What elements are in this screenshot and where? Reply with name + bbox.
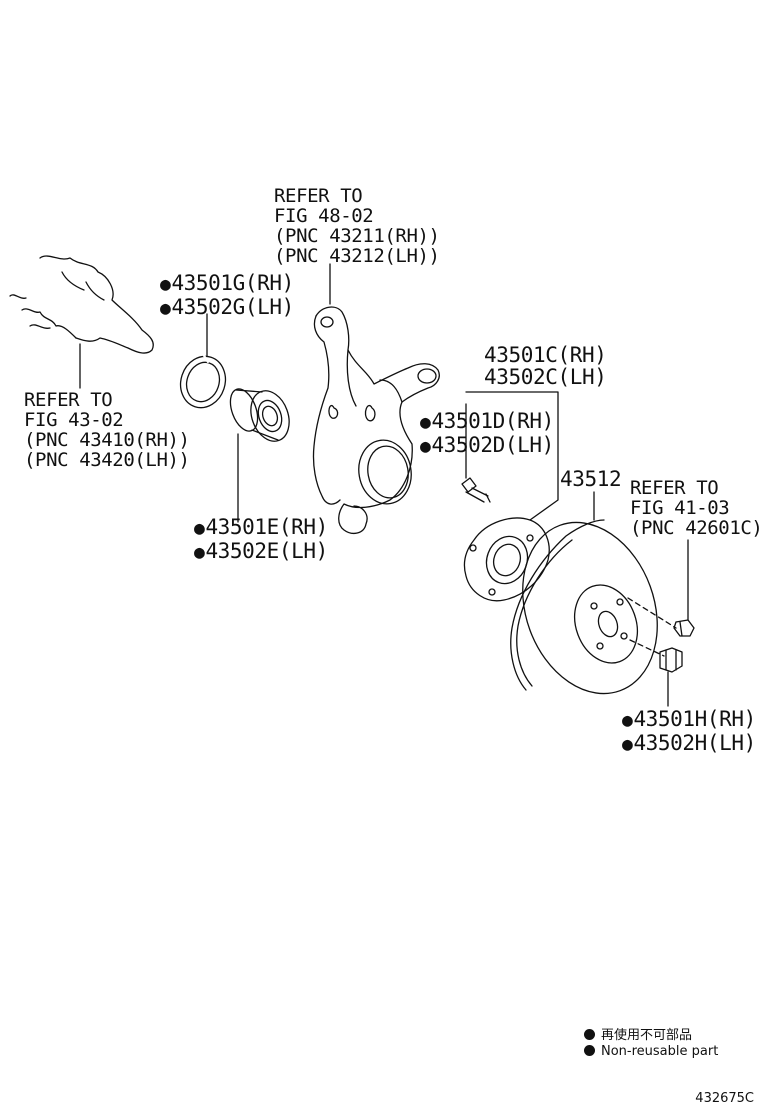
nut-ref-label: REFER TO FIG 41-03 (PNC 42601C) bbox=[630, 478, 760, 538]
knuckle-ref-line-2: FIG 48-02 bbox=[274, 205, 374, 227]
hub-rh: 43501C(RH) bbox=[484, 343, 607, 367]
axle-ref-line-4: (PNC 43420(LH)) bbox=[24, 449, 190, 471]
legend-dot-icon bbox=[584, 1029, 595, 1040]
snap-ring-rh: 43501G(RH) bbox=[171, 271, 294, 295]
non-reusable-mark: ● bbox=[622, 710, 633, 731]
steering-knuckle-part bbox=[312, 306, 440, 535]
brake-disc-part bbox=[510, 519, 658, 695]
legend-en: Non-reusable part bbox=[584, 1044, 718, 1059]
legend-en-text: Non-reusable part bbox=[601, 1044, 719, 1059]
hub-nut-part bbox=[659, 647, 683, 673]
hub-nut-rh: 43501H(RH) bbox=[633, 707, 756, 731]
legend-jp: 再使用不可部品 bbox=[584, 1024, 692, 1043]
legend-dot-icon bbox=[584, 1045, 595, 1056]
nut-ref-line-1: REFER TO bbox=[630, 477, 719, 499]
lug-nut-part bbox=[673, 619, 695, 637]
bearing-rh: 43501E(RH) bbox=[205, 515, 328, 539]
disc-part-number: 43512 bbox=[560, 467, 622, 491]
nut-ref-line-2: FIG 41-03 bbox=[630, 497, 730, 519]
disc-label: 43512 bbox=[560, 467, 622, 491]
hub-bolt-part bbox=[461, 477, 491, 503]
snap-ring-lh: 43502G(LH) bbox=[171, 295, 294, 319]
bearing-lh: 43502E(LH) bbox=[205, 539, 328, 563]
non-reusable-mark: ● bbox=[420, 412, 431, 433]
legend-jp-text: 再使用不可部品 bbox=[601, 1028, 693, 1043]
non-reusable-mark: ● bbox=[622, 734, 633, 755]
bearing-part bbox=[229, 388, 290, 442]
non-reusable-mark: ● bbox=[160, 274, 171, 295]
drive-shaft-outline bbox=[9, 255, 154, 354]
non-reusable-mark: ● bbox=[160, 298, 171, 319]
non-reusable-mark: ● bbox=[420, 436, 431, 457]
non-reusable-mark: ● bbox=[194, 542, 205, 563]
nut-ref-line-3: (PNC 42601C) bbox=[630, 517, 760, 539]
hub-nut-label: ●43501H(RH) ●43502H(LH) bbox=[622, 708, 756, 756]
axle-hub-part bbox=[463, 517, 550, 602]
axle-ref-label: REFER TO FIG 43-02 (PNC 43410(RH)) (PNC … bbox=[24, 390, 190, 470]
knuckle-ref-line-4: (PNC 43212(LH)) bbox=[274, 245, 440, 267]
snap-ring-part bbox=[179, 352, 227, 409]
hub-leader bbox=[465, 391, 559, 521]
snap-ring-label: ●43501G(RH) ●43502G(LH) bbox=[160, 272, 294, 320]
figure-number: 432675C bbox=[695, 1091, 754, 1106]
hub-nut-lh: 43502H(LH) bbox=[633, 731, 756, 755]
axle-ref-line-2: FIG 43-02 bbox=[24, 409, 124, 431]
axle-ref-line-1: REFER TO bbox=[24, 389, 113, 411]
axle-ref-line-3: (PNC 43410(RH)) bbox=[24, 429, 190, 451]
alignment-dashed-line bbox=[627, 597, 677, 629]
hub-bolt-rh: 43501D(RH) bbox=[431, 409, 554, 433]
hub-lh: 43502C(LH) bbox=[484, 365, 607, 389]
hub-bolt-label: ●43501D(RH) ●43502D(LH) bbox=[420, 410, 554, 458]
hub-label: 43501C(RH) 43502C(LH) bbox=[484, 343, 607, 389]
knuckle-ref-line-1: REFER TO bbox=[274, 185, 363, 207]
bearing-label: ●43501E(RH) ●43502E(LH) bbox=[194, 516, 328, 564]
alignment-dashed-line-2 bbox=[629, 639, 665, 657]
knuckle-ref-label: REFER TO FIG 48-02 (PNC 43211(RH)) (PNC … bbox=[274, 186, 440, 266]
hub-bolt-lh: 43502D(LH) bbox=[431, 433, 554, 457]
knuckle-ref-line-3: (PNC 43211(RH)) bbox=[274, 225, 440, 247]
non-reusable-mark: ● bbox=[194, 518, 205, 539]
